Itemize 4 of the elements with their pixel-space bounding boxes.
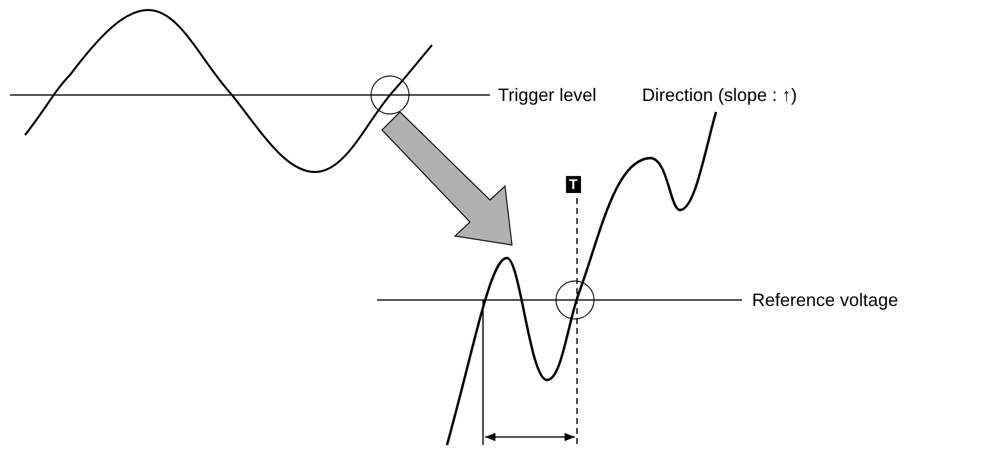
reference-voltage-label: Reference voltage [752,290,898,310]
trigger-marker: T [566,176,581,193]
slope-direction-label: Direction (slope : ↑) [642,85,798,105]
trigger-level-label: Trigger level [498,85,596,105]
